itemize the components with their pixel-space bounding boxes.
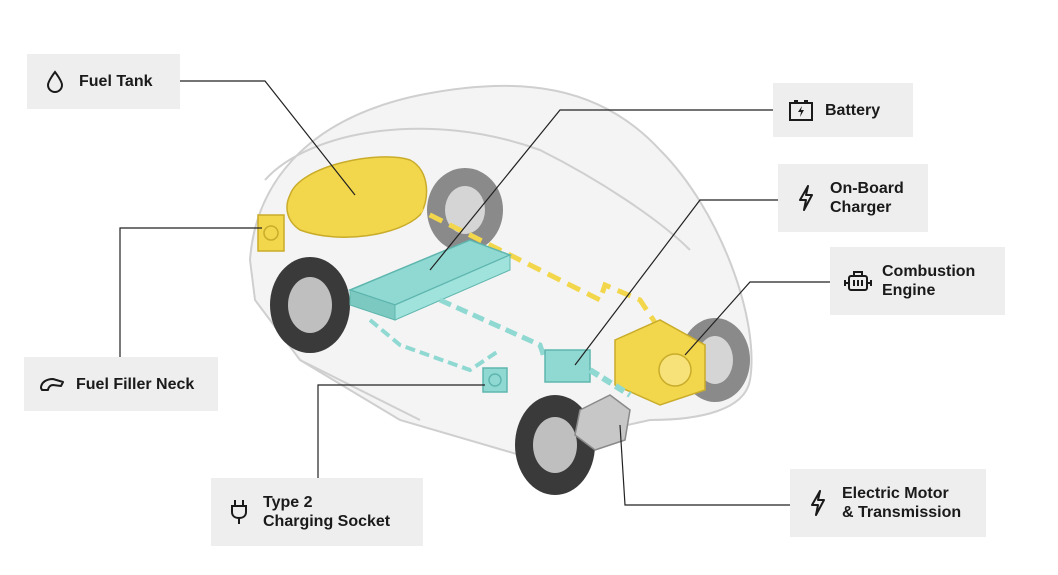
battery-label: Battery xyxy=(825,101,881,119)
leader-lines xyxy=(119,80,830,506)
fuel-system xyxy=(257,156,706,406)
leader-fuel-filler-neck xyxy=(119,227,262,358)
fuel-nozzle-icon xyxy=(38,376,66,392)
lightning-icon xyxy=(792,185,820,211)
label-on-board-charger: On-Board Charger xyxy=(778,164,928,232)
fuel-filler-neck-label: Fuel Filler Neck xyxy=(76,375,195,393)
fuel-tank-label: Fuel Tank xyxy=(79,73,153,90)
fuel-filler-neck-shape xyxy=(257,214,285,252)
charging-socket-shape xyxy=(482,367,508,393)
type2-charging-socket-label: Type 2 Charging Socket xyxy=(263,494,391,530)
plug-icon xyxy=(225,498,253,526)
label-type2-charging-socket: Type 2 Charging Socket xyxy=(211,478,423,546)
leader-charging-socket xyxy=(317,384,485,478)
leader-battery xyxy=(429,109,773,271)
electric-motor-transmission-label: Electric Motor & Transmission xyxy=(842,485,962,521)
lightning-icon xyxy=(804,490,832,516)
on-board-charger-label: On-Board Charger xyxy=(830,180,904,216)
battery-icon xyxy=(787,98,815,122)
label-battery: Battery xyxy=(773,83,913,137)
charge-cable xyxy=(368,318,502,373)
leader-electric-motor xyxy=(619,424,790,506)
label-fuel-filler-neck: Fuel Filler Neck xyxy=(24,357,218,411)
engine-icon xyxy=(844,270,872,292)
electric-motor-shape xyxy=(574,394,631,451)
label-fuel-tank: Fuel Tank xyxy=(27,54,180,109)
electric-system xyxy=(347,239,632,451)
wheels xyxy=(270,168,750,495)
fuel-line xyxy=(408,202,663,332)
droplet-icon xyxy=(41,69,69,94)
label-electric-motor-transmission: Electric Motor & Transmission xyxy=(790,469,986,537)
leader-combustion-engine xyxy=(684,281,830,356)
combustion-engine-label: Combustion Engine xyxy=(882,263,976,299)
hv-cable xyxy=(438,297,548,361)
label-combustion-engine: Combustion Engine xyxy=(830,247,1005,315)
leader-on-board-charger xyxy=(574,199,778,366)
fuel-tank-shape xyxy=(286,156,428,238)
leader-fuel-tank xyxy=(180,80,356,196)
